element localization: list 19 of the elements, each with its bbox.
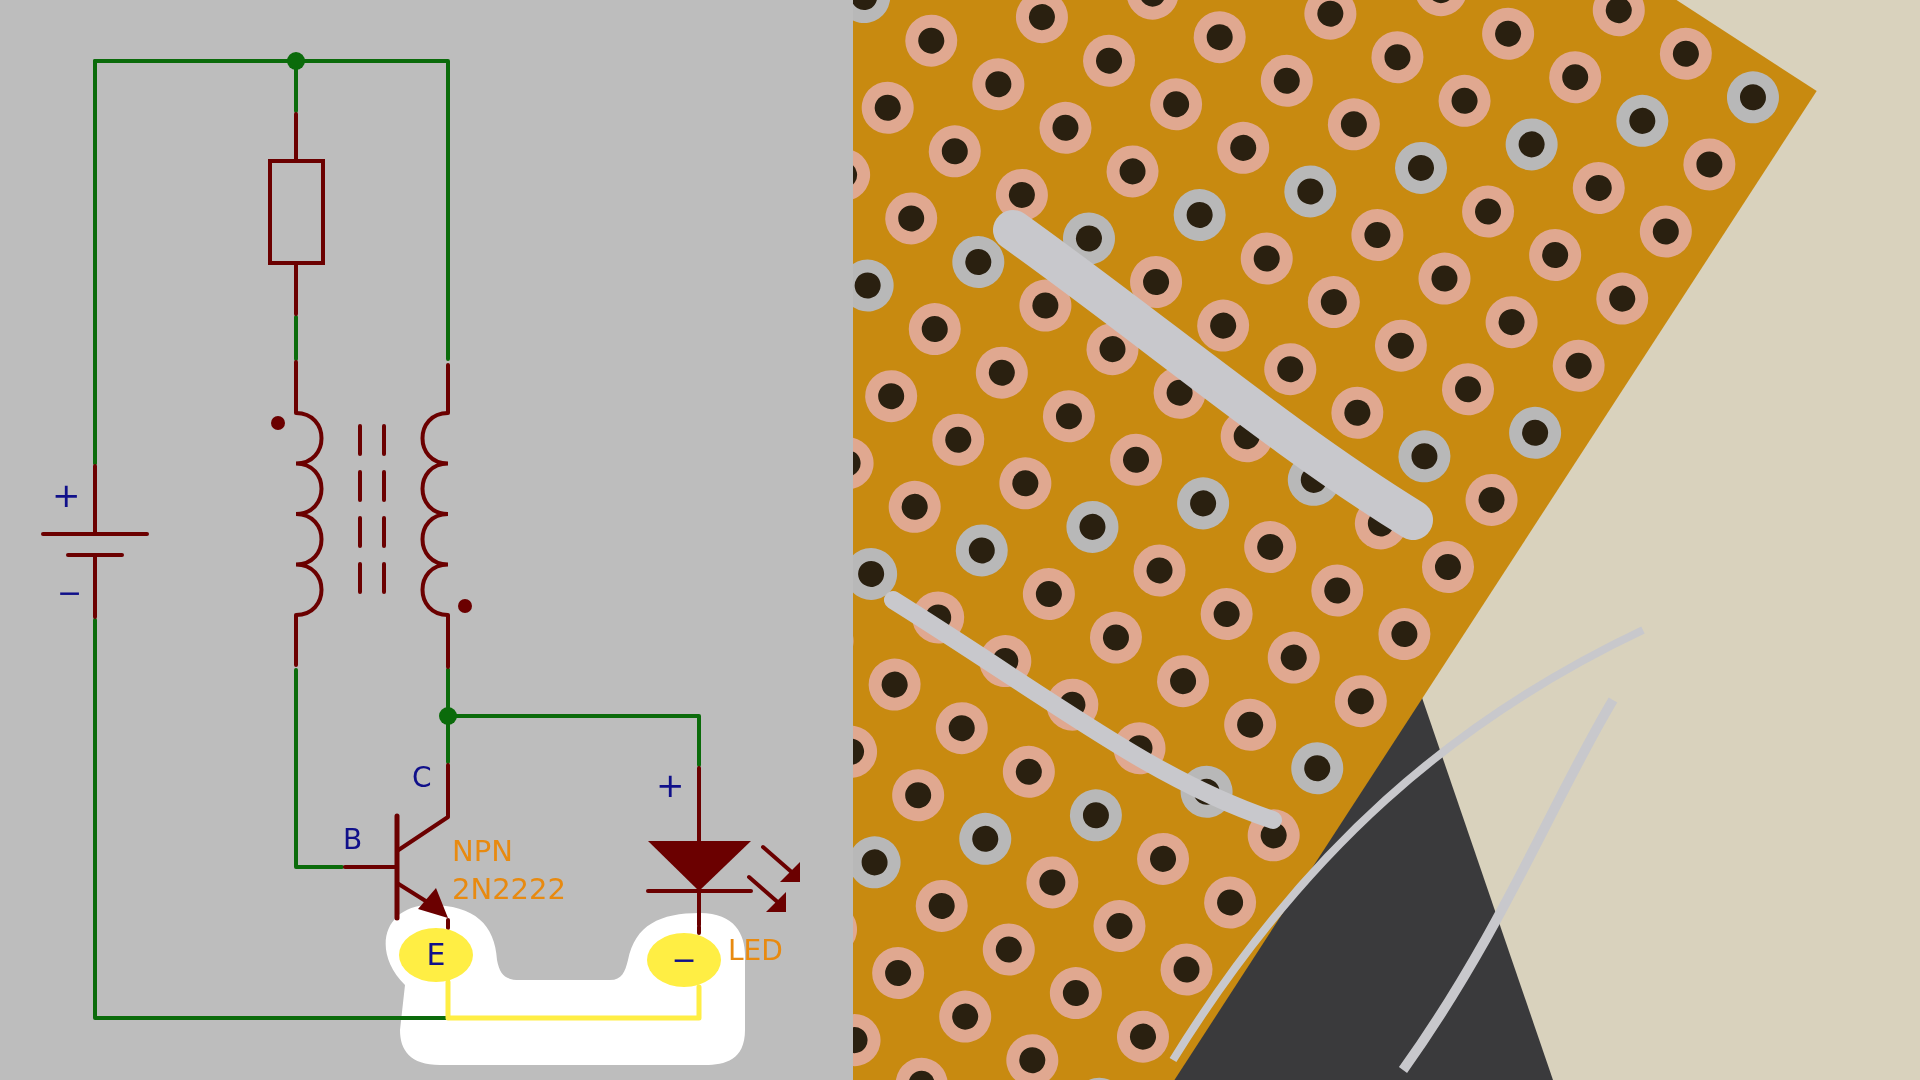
- wire: [93, 59, 450, 465]
- resistor-symbol: [266, 111, 326, 317]
- transistor-symbol: [342, 762, 452, 920]
- part-label: LED: [728, 937, 783, 965]
- wire: [294, 668, 344, 869]
- transformer-symbol: [270, 359, 470, 670]
- wire: [294, 315, 298, 361]
- wire: [697, 925, 701, 935]
- pin-label: C: [412, 764, 432, 792]
- polarity-sign: +: [656, 768, 685, 802]
- polarity-sign: −: [57, 578, 83, 608]
- polarity-sign: +: [52, 478, 81, 512]
- wire: [445, 979, 702, 1021]
- pin-label: B: [343, 826, 363, 854]
- led-symbol: [645, 765, 803, 927]
- wire: [446, 668, 701, 767]
- part-label: NPN 2N2222: [452, 833, 567, 908]
- wire: [446, 918, 450, 930]
- battery-symbol: [40, 463, 150, 620]
